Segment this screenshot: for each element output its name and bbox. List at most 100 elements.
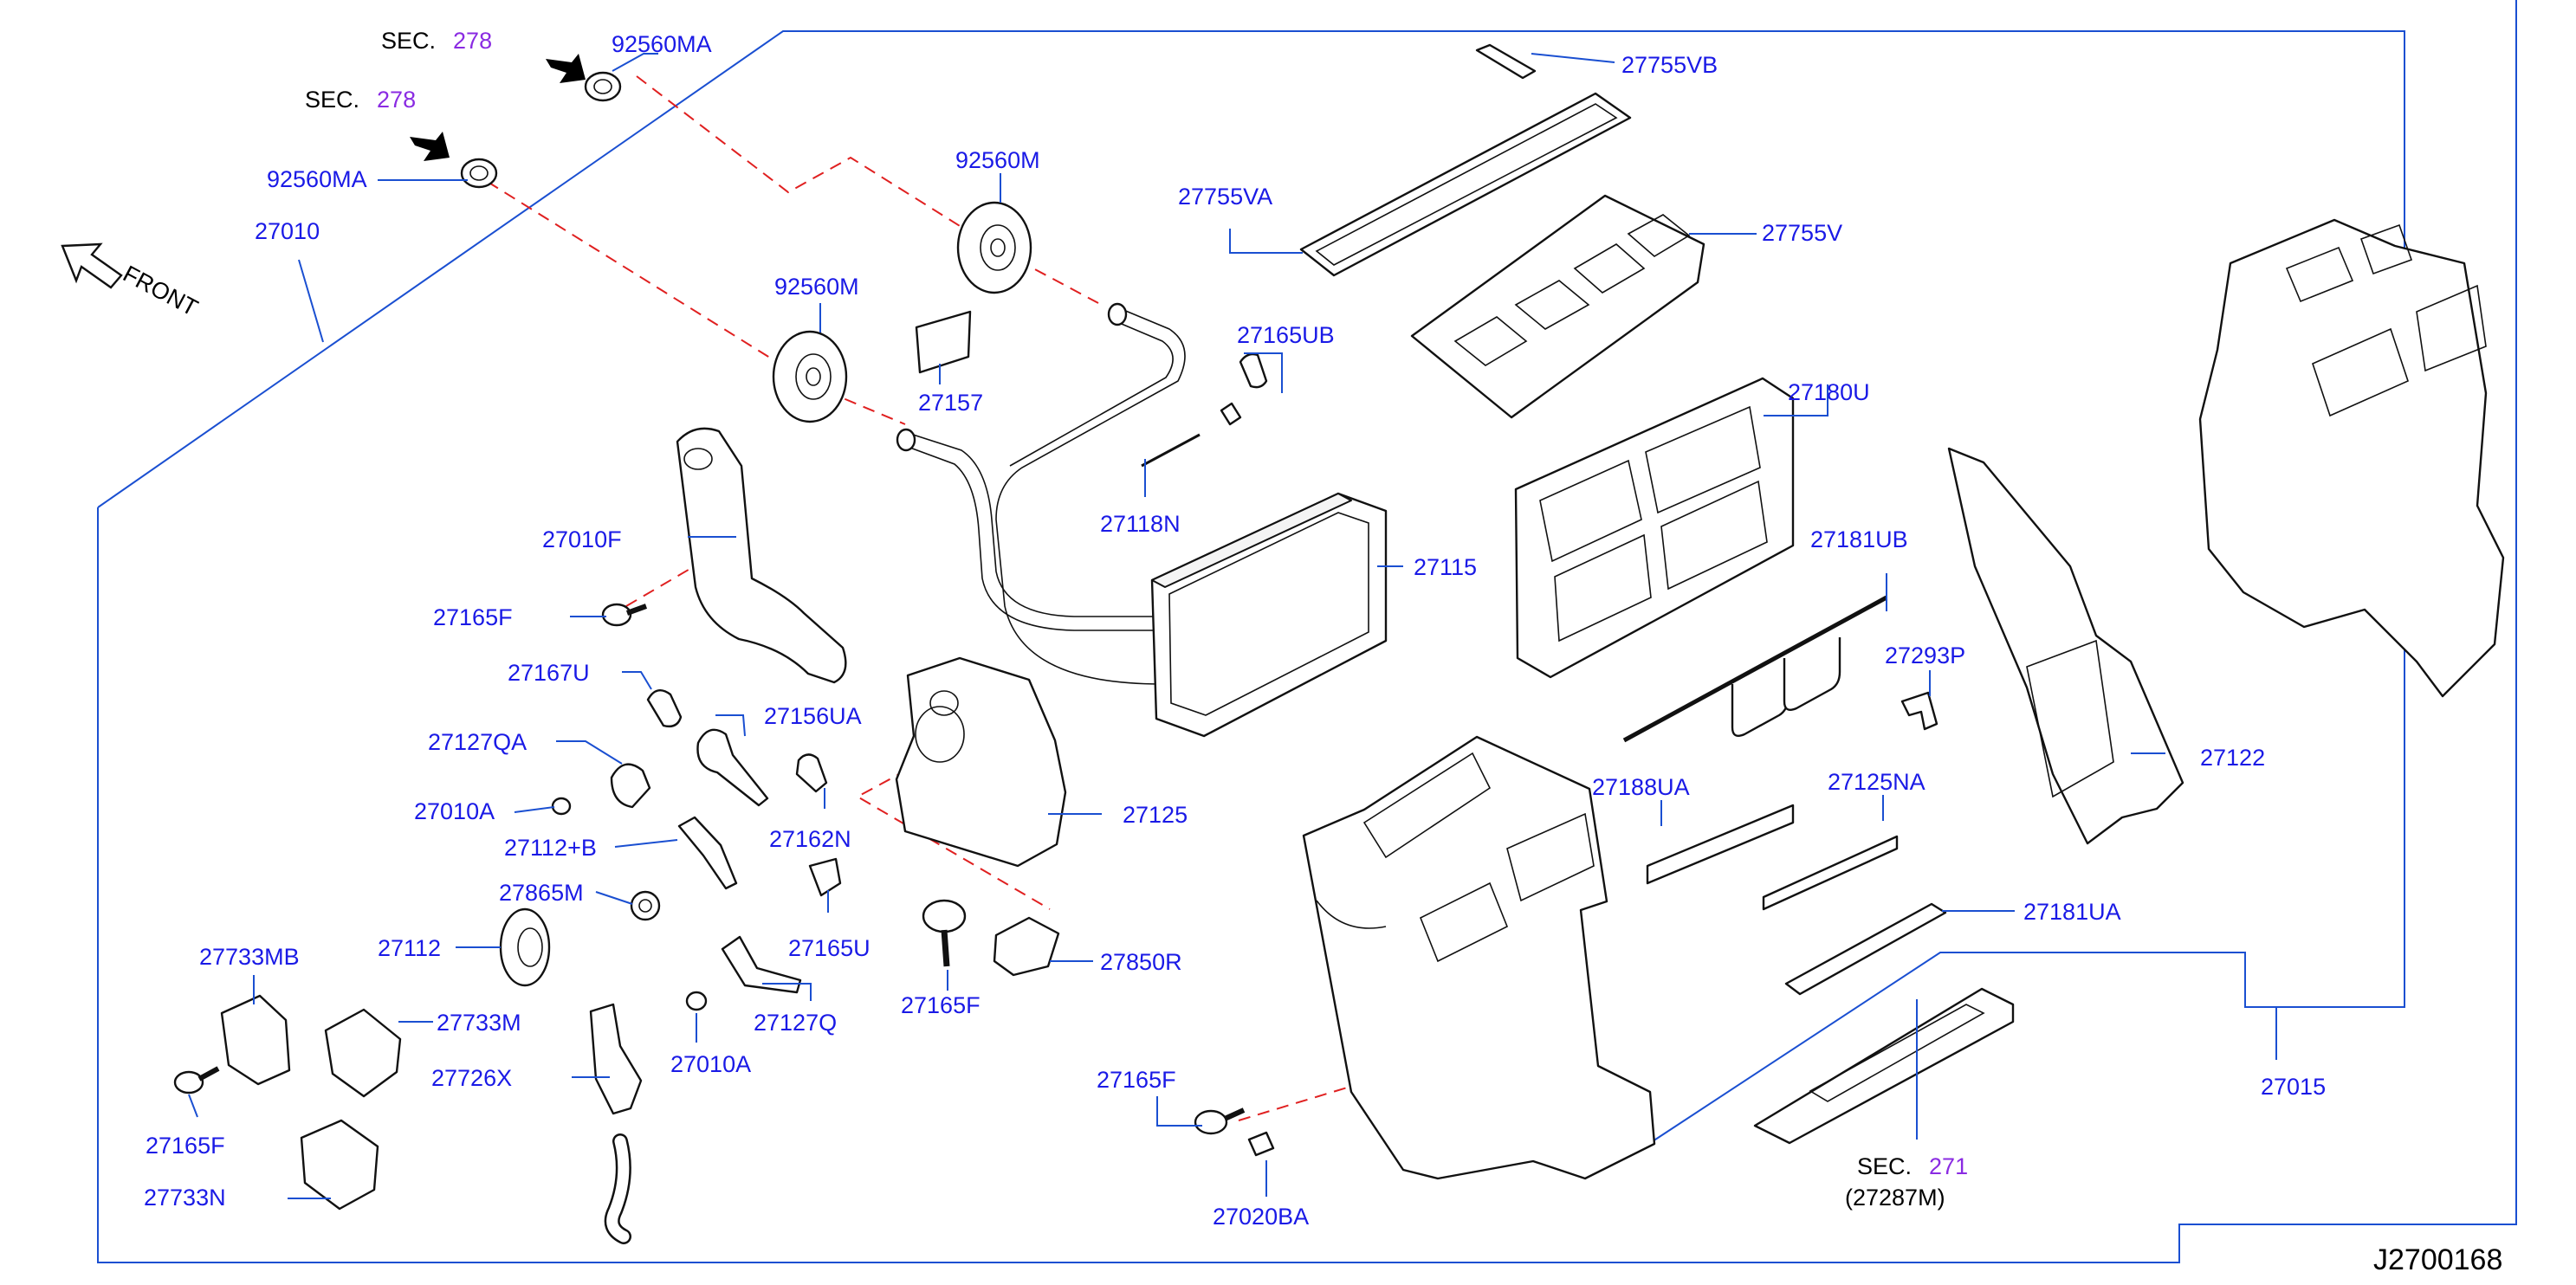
part-label-27181ua[interactable]: 27181UA xyxy=(2023,899,2121,925)
assembly-frame xyxy=(97,0,2517,1263)
sec-label-top: SEC. 278 xyxy=(381,28,492,54)
clip-27293p xyxy=(1900,691,1938,731)
part-label-27162n[interactable]: 27162N xyxy=(769,826,851,852)
heater-unit-right-housing xyxy=(2198,218,2505,698)
duct-sec-271 xyxy=(1753,987,2015,1145)
part-label-27020ba[interactable]: 27020BA xyxy=(1213,1204,1309,1230)
sec-bottom-note: (27287M) xyxy=(1845,1185,1945,1211)
part-label-27156ua[interactable]: 27156UA xyxy=(764,703,862,729)
part-label-27112b[interactable]: 27112+B xyxy=(504,835,597,861)
clip-27162n xyxy=(795,753,828,793)
heater-core-27115 xyxy=(1150,492,1388,738)
part-label-27115[interactable]: 27115 xyxy=(1414,554,1477,580)
sec-label-bottom: SEC. 271 xyxy=(1857,1153,1968,1179)
part-label-27733n[interactable]: 27733N xyxy=(144,1185,226,1211)
diagram-code: J2700168 xyxy=(2373,1243,2502,1276)
part-label-27010f[interactable]: 27010F xyxy=(542,526,622,552)
part-label-27122[interactable]: 27122 xyxy=(2200,745,2265,771)
actuator-27733n xyxy=(300,1119,379,1211)
part-label-27755vb[interactable]: 27755VB xyxy=(1621,52,1718,78)
part-label-92560ma-top[interactable]: 92560MA xyxy=(612,31,712,57)
link-27156ua xyxy=(696,728,769,807)
part-label-92560m-upper[interactable]: 92560M xyxy=(955,147,1040,173)
screw-27165f-d xyxy=(1194,1107,1246,1135)
part-label-27726x[interactable]: 27726X xyxy=(431,1065,512,1091)
sec-prefix-top: SEC. xyxy=(381,28,436,54)
rod-27118n xyxy=(1141,433,1201,468)
part-label-27010a-b[interactable]: 27010A xyxy=(670,1051,751,1077)
grommet-92560m-upper xyxy=(956,201,1032,294)
shaft-27181ub xyxy=(1622,595,1888,743)
grommet-92560m-lower xyxy=(772,330,848,423)
part-label-27293p[interactable]: 27293P xyxy=(1885,642,1965,668)
leader-lines xyxy=(188,53,2277,1199)
gear-27112 xyxy=(499,907,551,987)
heater-unit-left-housing xyxy=(1302,735,1656,1180)
part-label-27850r[interactable]: 27850R xyxy=(1100,949,1182,975)
duct-27010f xyxy=(676,427,847,684)
door-housing-27180u xyxy=(1514,377,1795,679)
link-27127qa xyxy=(610,763,651,809)
door-27188ua xyxy=(1646,804,1795,885)
part-label-27125na[interactable]: 27125NA xyxy=(1828,769,1926,795)
part-label-27118n[interactable]: 27118N xyxy=(1100,511,1181,537)
part-label-27755v[interactable]: 27755V xyxy=(1762,220,1842,246)
sec-label-left: SEC. 278 xyxy=(305,87,416,113)
part-label-27010a-a[interactable]: 27010A xyxy=(414,798,495,824)
sec-arrow-left xyxy=(410,132,450,161)
part-label-27180u[interactable]: 27180U xyxy=(1788,379,1870,405)
front-arrow-icon xyxy=(61,242,123,289)
sec-prefix-bottom: SEC. xyxy=(1857,1153,1912,1179)
strip-27755vb xyxy=(1475,43,1537,80)
part-label-27127q[interactable]: 27127Q xyxy=(754,1010,837,1036)
part-label-27127qa[interactable]: 27127QA xyxy=(428,729,527,755)
bracket-27850r xyxy=(993,916,1060,977)
part-label-27165f-c[interactable]: 27165F xyxy=(146,1133,225,1159)
clip-27020ba xyxy=(1247,1131,1275,1157)
pin-27010a-a xyxy=(551,797,572,816)
part-label-27165f-d[interactable]: 27165F xyxy=(1097,1067,1176,1093)
sec-number-top[interactable]: 278 xyxy=(453,28,492,54)
actuator-27733mb xyxy=(220,994,291,1086)
heater-pipes xyxy=(896,302,1186,685)
part-label-92560m-lower[interactable]: 92560M xyxy=(774,274,859,300)
part-label-27188ua[interactable]: 27188UA xyxy=(1592,774,1690,800)
part-label-27733m[interactable]: 27733M xyxy=(437,1010,521,1036)
case-27125 xyxy=(895,656,1067,868)
part-label-27015[interactable]: 27015 xyxy=(2261,1074,2326,1100)
sec-number-bottom[interactable]: 271 xyxy=(1929,1153,1968,1179)
screw-27165f-a xyxy=(601,603,648,627)
housing-27122 xyxy=(1947,447,2184,845)
front-label: FRONT xyxy=(119,261,202,321)
part-label-27755va[interactable]: 27755VA xyxy=(1178,184,1272,210)
sec-arrow-top xyxy=(546,54,586,83)
screw-27165f-c xyxy=(173,1066,220,1095)
grommet-92560ma-left xyxy=(460,158,498,189)
bush-27865m xyxy=(630,890,661,921)
part-label-27165f-a[interactable]: 27165F xyxy=(433,604,513,630)
part-label-27157[interactable]: 27157 xyxy=(918,390,983,416)
part-label-27112[interactable]: 27112 xyxy=(378,935,441,961)
part-label-27733mb[interactable]: 27733MB xyxy=(199,944,300,970)
sec-number-left[interactable]: 278 xyxy=(377,87,416,113)
cover-27755v xyxy=(1410,194,1705,419)
part-label-27865m[interactable]: 27865M xyxy=(499,880,584,906)
part-label-27125[interactable]: 27125 xyxy=(1123,802,1188,828)
lever-27127q xyxy=(721,935,802,994)
part-label-92560ma-left[interactable]: 92560MA xyxy=(267,166,367,192)
part-label-27181ub[interactable]: 27181UB xyxy=(1810,526,1908,552)
door-27181ua xyxy=(1784,902,1947,996)
part-label-27165ub[interactable]: 27165UB xyxy=(1237,322,1335,348)
sec-prefix-left: SEC. xyxy=(305,87,359,113)
lever-27112b xyxy=(677,816,738,890)
part-label-27165u[interactable]: 27165U xyxy=(788,935,871,961)
sensor-27726x xyxy=(589,1003,643,1115)
part-label-27167u[interactable]: 27167U xyxy=(508,660,590,686)
seal-frame-27755va xyxy=(1299,92,1632,277)
hose xyxy=(604,1133,631,1244)
part-label-27165f-b[interactable]: 27165F xyxy=(901,992,981,1018)
part-label-27010[interactable]: 27010 xyxy=(255,218,320,244)
door-27125na xyxy=(1762,835,1899,911)
screw-27165f-b xyxy=(922,899,967,967)
